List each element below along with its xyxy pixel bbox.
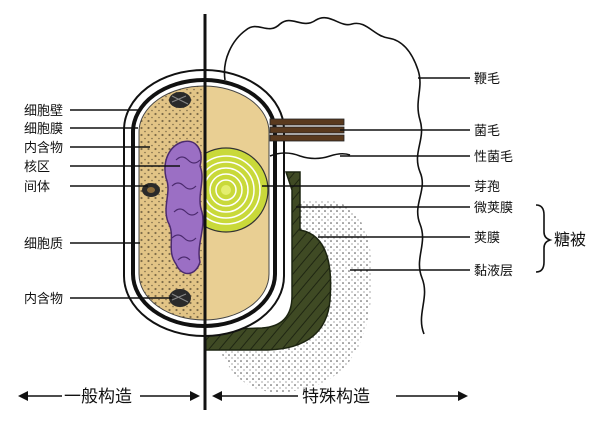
nuclear-region xyxy=(164,140,204,275)
cell-right-half xyxy=(205,69,285,337)
label-special-structure: 特殊构造 xyxy=(302,387,370,407)
label-spore: 芽孢 xyxy=(474,180,500,195)
label-inclusion-top: 内含物 xyxy=(24,140,63,156)
left-leader-lines xyxy=(70,109,180,299)
cell-left-half xyxy=(123,69,205,337)
label-flagellum: 鞭毛 xyxy=(474,72,500,87)
right-leader-lines xyxy=(262,77,470,271)
glycocalyx-bracket xyxy=(535,204,553,273)
pilus xyxy=(269,118,345,142)
label-capsule: 荚膜 xyxy=(474,231,500,246)
label-cytoplasm: 细胞质 xyxy=(24,237,63,252)
label-mesosome: 间体 xyxy=(24,180,50,195)
label-pilus: 菌毛 xyxy=(474,124,500,139)
label-glycocalyx: 糖被 xyxy=(554,230,586,249)
inclusion-bottom xyxy=(169,289,191,307)
flagellum xyxy=(223,17,426,335)
label-inclusion-bottom: 内含物 xyxy=(24,291,63,307)
spore xyxy=(205,147,269,233)
label-general-structure: 一般构造 xyxy=(64,387,132,407)
mesosome xyxy=(142,183,160,197)
label-nuclear-region: 核区 xyxy=(24,160,50,175)
label-cell-membrane: 细胞膜 xyxy=(24,122,63,137)
label-sex-pilus: 性菌毛 xyxy=(474,150,513,165)
label-cell-wall: 细胞壁 xyxy=(24,104,63,119)
capsule xyxy=(204,171,332,351)
sex-pilus xyxy=(269,152,351,160)
special-structure-arrow xyxy=(212,391,468,401)
label-microcapsule: 微荚膜 xyxy=(474,201,513,216)
general-structure-arrow xyxy=(18,391,200,401)
label-slime-layer: 黏液层 xyxy=(474,263,513,279)
inclusion-top xyxy=(169,92,191,108)
